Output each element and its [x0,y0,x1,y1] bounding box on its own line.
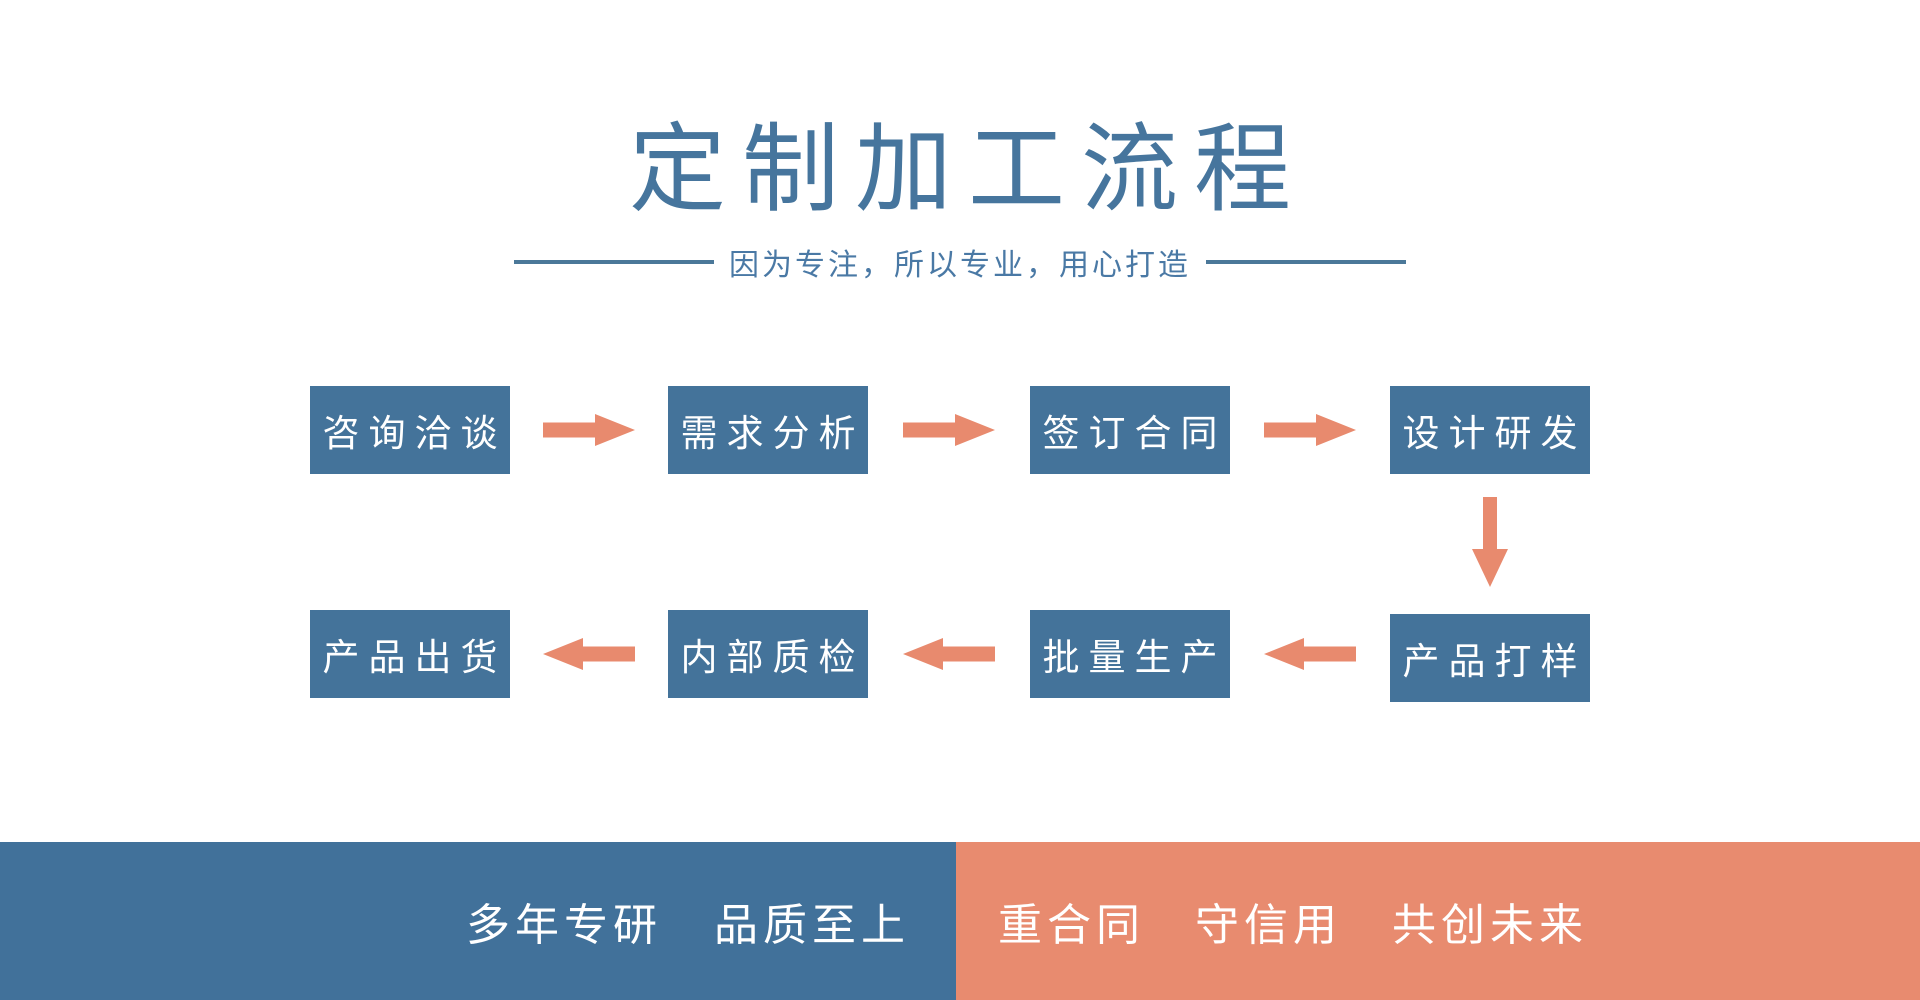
step-box-sign-contract: 签订合同 [1030,386,1230,474]
footer-slogan: 重合同 [998,901,1145,950]
subtitle: 因为专注，所以专业，用心打造 [0,240,1920,284]
arrow-left-icon [1264,638,1356,670]
page-title: 定制加工流程 [629,115,1307,224]
subtitle-left-divider [514,260,714,264]
footer-slogan: 守信用 [1195,901,1342,950]
footer-slogan: 多年专研 [466,901,662,950]
footer-left-section: 多年专研 品质至上 [0,842,956,1000]
step-box-design-rd: 设计研发 [1390,386,1590,474]
step-box-consultation: 咨询洽谈 [310,386,510,474]
step-box-requirement-analysis: 需求分析 [668,386,868,474]
step-box-internal-qc: 内部质检 [668,610,868,698]
step-box-mass-production: 批量生产 [1030,610,1230,698]
footer-banner: 多年专研 品质至上 重合同 守信用 共创未来 [0,842,1920,1000]
footer-right-section: 重合同 守信用 共创未来 [956,842,1920,1000]
arrow-right-icon [903,414,995,446]
arrow-left-icon [543,638,635,670]
step-box-product-shipment: 产品出货 [310,610,510,698]
subtitle-text: 因为专注，所以专业，用心打造 [729,249,1191,282]
arrow-right-icon [543,414,635,446]
arrow-down-icon [1472,497,1508,587]
step-box-product-sampling: 产品打样 [1390,614,1590,702]
footer-slogan: 共创未来 [1392,901,1588,950]
arrow-left-icon [903,638,995,670]
footer-slogan: 品质至上 [714,901,910,950]
arrow-right-icon [1264,414,1356,446]
subtitle-right-divider [1206,260,1406,264]
